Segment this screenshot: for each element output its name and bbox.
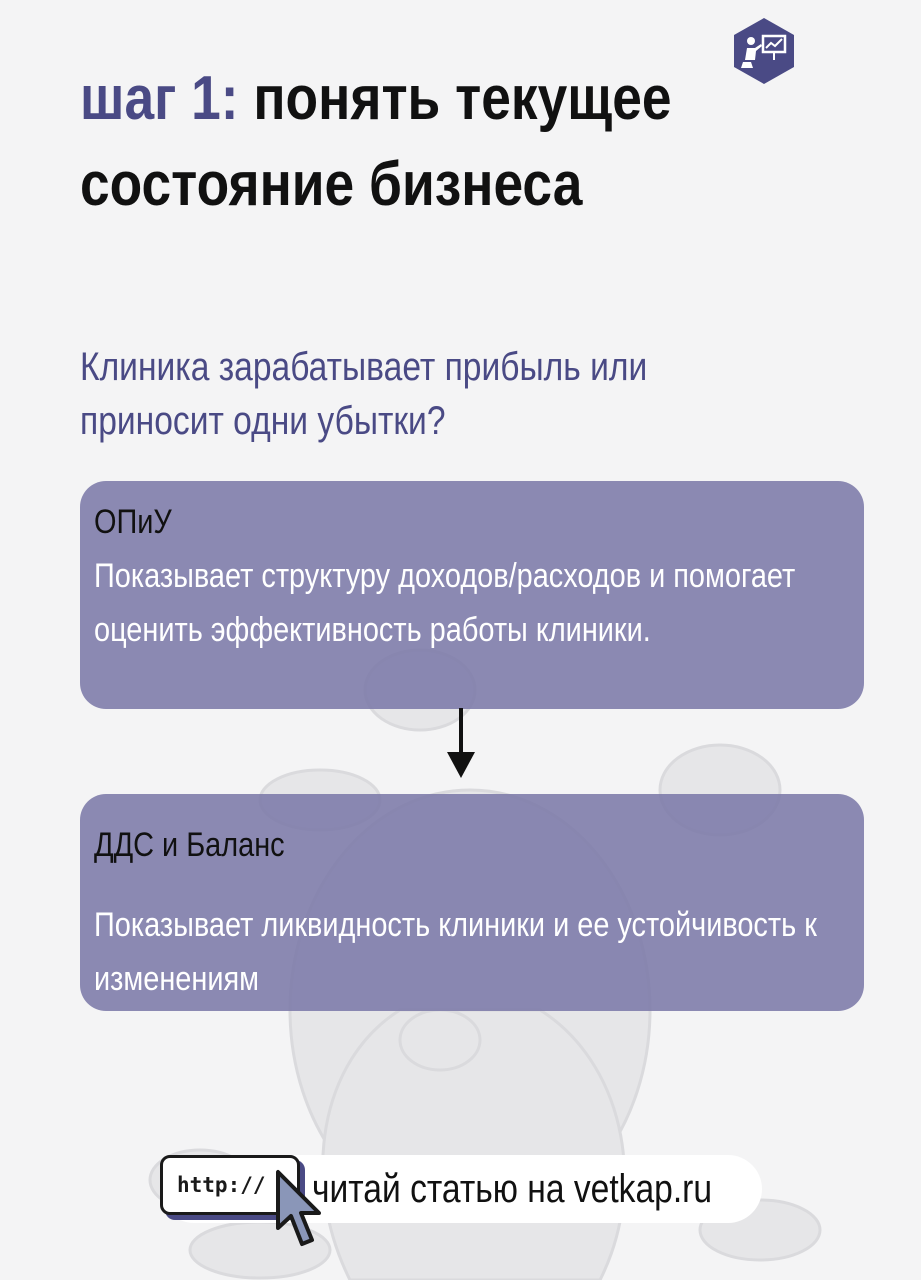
card-description: Показывает структуру доходов/расходов и … xyxy=(94,557,796,649)
subtitle: Клиника зарабатывает прибыль или приноси… xyxy=(80,345,648,443)
mouse-pointer-icon xyxy=(276,1170,321,1246)
title-accent: шаг 1: xyxy=(80,64,239,133)
page-title: шаг 1: понять текущее состояние бизнеса xyxy=(80,56,682,228)
card-label: ОПиУ xyxy=(94,503,172,541)
report-card-pnl: ОПиУ Показывает структуру доходов/расход… xyxy=(80,481,864,709)
card-label: ДДС и Баланс xyxy=(94,826,285,864)
report-card-cashflow-balance: ДДС и Баланс Показывает ликвидность клин… xyxy=(80,794,864,1011)
arrow-down-icon xyxy=(447,708,475,778)
presenter-chart-hexagon-logo xyxy=(734,18,794,84)
title-rest: понять текущее состояние бизнеса xyxy=(80,64,672,219)
article-link-text[interactable]: читай статью на vetkap.ru xyxy=(312,1167,713,1211)
card-description: Показывает ликвидность клиники и ее усто… xyxy=(94,906,817,998)
